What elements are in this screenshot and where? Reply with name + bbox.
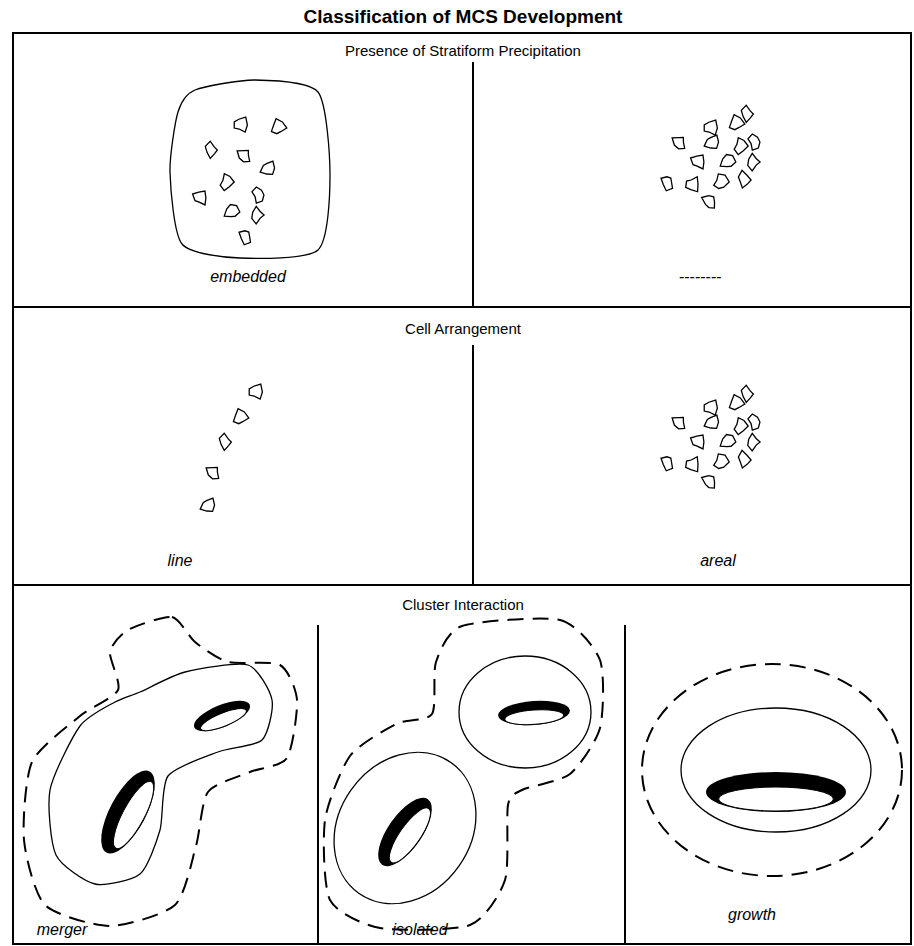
precipitation-outline <box>49 664 272 884</box>
convective-core <box>91 763 166 861</box>
core-center <box>504 708 564 726</box>
core-band <box>706 772 846 812</box>
convective-cell <box>252 187 264 203</box>
convective-cell <box>704 120 717 135</box>
convective-cell <box>734 138 748 155</box>
convective-cell <box>233 409 248 424</box>
convective-core <box>497 699 570 728</box>
core-band <box>190 695 254 738</box>
convective-cell <box>260 161 274 174</box>
convective-cell <box>249 384 262 399</box>
convective-cell <box>738 170 751 188</box>
core-center <box>719 787 834 811</box>
convective-cell <box>206 467 219 478</box>
areal-cells <box>661 385 760 488</box>
diagram-title: Classification of MCS Development <box>304 6 623 28</box>
convective-cell <box>271 119 286 134</box>
precipitation-outline <box>681 708 871 832</box>
embedded-cells <box>193 117 287 245</box>
convective-cell <box>237 150 250 161</box>
section-heading: Cluster Interaction <box>402 596 524 613</box>
convective-cell <box>748 134 760 150</box>
class-label: areal <box>700 552 736 570</box>
core-band <box>368 789 442 874</box>
convective-cell <box>729 115 744 130</box>
class-label: embedded <box>210 268 286 286</box>
convective-cell <box>239 231 251 245</box>
convective-cell <box>714 454 729 469</box>
convective-cell <box>704 415 718 428</box>
line-cells <box>200 384 262 511</box>
convective-cell <box>224 205 240 217</box>
convective-cell <box>702 476 715 488</box>
core-center <box>106 777 160 854</box>
class-label: line <box>168 552 193 570</box>
scattered-cells <box>661 105 760 208</box>
convective-cell <box>234 117 247 132</box>
panel-divider <box>624 625 626 944</box>
section-divider <box>13 584 911 586</box>
convective-cell <box>252 206 264 223</box>
convective-cell <box>729 395 744 410</box>
section-divider <box>13 306 911 308</box>
cluster-envelope <box>24 617 297 926</box>
convective-cell <box>661 177 673 191</box>
core-center <box>383 803 437 868</box>
convective-core <box>190 695 254 738</box>
panel-divider <box>472 345 474 585</box>
class-label: merger <box>37 921 88 939</box>
section-heading: Presence of Stratiform Precipitation <box>345 42 581 59</box>
class-label: -------- <box>679 268 722 286</box>
core-band <box>91 763 166 861</box>
convective-cell <box>720 155 736 167</box>
outer-frame <box>13 33 911 944</box>
convective-cell <box>672 417 685 428</box>
stratiform-envelope <box>170 80 330 258</box>
convective-cell <box>661 457 673 471</box>
convective-cell <box>691 435 704 449</box>
convective-cell <box>704 135 718 148</box>
convective-cell <box>748 433 760 450</box>
convective-cell <box>691 155 704 169</box>
convective-cell <box>672 137 685 148</box>
convective-cell <box>714 174 729 189</box>
convective-cell <box>686 457 698 472</box>
convective-cell <box>720 435 736 447</box>
panel-divider <box>317 625 319 944</box>
convective-cell <box>741 105 753 122</box>
convective-core <box>368 789 442 874</box>
core-band <box>497 699 570 728</box>
panel-divider <box>472 62 474 307</box>
convective-cell <box>205 141 217 158</box>
class-label: isolated <box>392 921 447 939</box>
precipitation-outline <box>305 725 505 932</box>
convective-cell <box>686 177 698 192</box>
convective-cell <box>200 498 214 511</box>
class-label: growth <box>728 906 776 924</box>
frame <box>13 33 911 944</box>
convective-cell <box>704 400 717 415</box>
convective-cell <box>748 153 760 170</box>
core-center <box>198 704 249 735</box>
precipitation-outline <box>459 656 591 768</box>
convective-core <box>706 772 846 812</box>
convective-cell <box>738 450 751 468</box>
convective-cell <box>702 196 715 208</box>
convective-cell <box>741 385 753 402</box>
convective-cell <box>219 433 231 450</box>
cluster-envelope <box>642 664 902 876</box>
section-heading: Cell Arrangement <box>405 320 521 337</box>
convective-cell <box>734 418 748 435</box>
convective-cell <box>220 174 234 191</box>
convective-cell <box>748 414 760 430</box>
convective-cell <box>193 191 206 205</box>
